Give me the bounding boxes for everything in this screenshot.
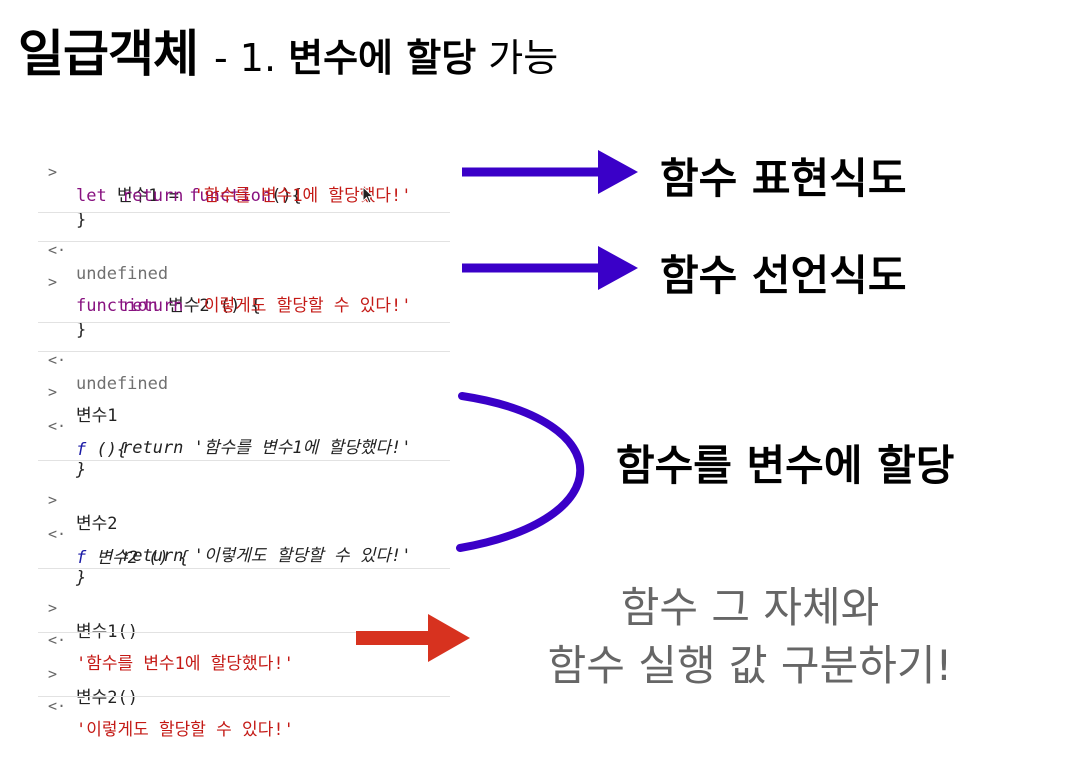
- divider: [38, 568, 450, 569]
- output-prompt-icon: <·: [48, 697, 67, 715]
- label-function-declaration: 함수 선언식도: [660, 251, 907, 300]
- output-value: undefined: [76, 264, 169, 284]
- keyword: return: [122, 296, 184, 316]
- code-text: return: [122, 438, 184, 458]
- string-output: '함수를 변수1에 할당했다!': [76, 654, 294, 674]
- console-input-line: > function 변수2 () {: [38, 246, 261, 316]
- function-f: f: [76, 440, 87, 460]
- output-prompt-icon: <·: [48, 351, 67, 369]
- code-text: 변수1: [76, 406, 118, 426]
- annotation-arrows: [356, 150, 638, 662]
- output-prompt-icon: <·: [48, 417, 67, 435]
- title-sub-suffix: 가능: [476, 36, 559, 80]
- code-text: (){: [271, 186, 302, 206]
- divider: [38, 212, 450, 213]
- code-line: }: [38, 542, 86, 588]
- console-output-line: <· f (){: [38, 390, 127, 460]
- mouse-pointer-icon: [362, 186, 375, 204]
- input-prompt-icon: >: [48, 665, 58, 683]
- title-main: 일급객체: [18, 25, 199, 83]
- code-line: }: [38, 294, 86, 340]
- code-line: return '이렇게도 할당할 수 있다!': [38, 520, 411, 566]
- console-input-line: > 변수2: [38, 464, 118, 534]
- code-text: 변수2 () {: [86, 548, 190, 568]
- code-line: }: [38, 434, 86, 480]
- code-text: return: [122, 546, 184, 566]
- divider: [38, 322, 450, 323]
- divider: [38, 241, 450, 242]
- code-text: '함수를 변수1에 할당했다!': [183, 438, 412, 458]
- arrow-head-icon: [598, 150, 638, 194]
- input-prompt-icon: >: [48, 599, 58, 617]
- output-prompt-icon: <·: [48, 631, 67, 649]
- console-input-line: > 변수2(): [38, 638, 138, 708]
- console-output-line: <· undefined: [38, 324, 168, 394]
- code-line: }: [38, 184, 86, 230]
- console-input-line: > 변수1: [38, 356, 118, 426]
- console-input-line: > let 변수1 = function(){: [38, 136, 302, 206]
- title-sub: - 1. 변수에 할당 가능: [214, 36, 558, 80]
- code-text: 변수2(): [76, 688, 138, 708]
- divider: [38, 460, 450, 461]
- output-prompt-icon: <·: [48, 241, 67, 259]
- keyword: let: [76, 186, 107, 206]
- console-output-line: <· '이렇게도 할당할 수 있다!': [38, 670, 294, 740]
- console-output-line: <· '함수를 변수1에 할당했다!': [38, 604, 294, 674]
- code-text: 변수2: [76, 514, 118, 534]
- console-output-line: <· undefined: [38, 214, 168, 284]
- code-text: (){: [86, 440, 128, 460]
- keyword: return: [122, 186, 184, 206]
- function-f: f: [76, 548, 87, 568]
- string-output: '이렇게도 할당할 수 있다!': [76, 720, 294, 740]
- arrow-head-icon: [428, 614, 470, 662]
- arrow-head-icon: [598, 246, 638, 290]
- keyword: function: [76, 296, 158, 316]
- divider: [38, 351, 450, 352]
- code-line: return '함수를 변수1에 할당했다!': [38, 412, 411, 458]
- note-line-1: 함수 그 자체와: [620, 583, 880, 632]
- output-prompt-icon: <·: [48, 525, 67, 543]
- string-literal: '이렇게도 할당할 수 있다!': [183, 296, 412, 316]
- code-text: }: [76, 568, 87, 588]
- code-text: 변수2 () {: [157, 296, 261, 316]
- code-text: }: [76, 320, 87, 340]
- label-assign-to-variable: 함수를 변수에 할당: [616, 441, 955, 490]
- code-line: return '이렇게도 할당할 수 있다!': [38, 270, 411, 316]
- input-prompt-icon: >: [48, 491, 58, 509]
- title-sub-bold: 변수에 할당: [288, 36, 477, 80]
- code-text: 변수1 =: [106, 186, 190, 206]
- purple-bracket-curve: [456, 392, 585, 552]
- title-sub-prefix: - 1.: [214, 36, 289, 80]
- note-line-2: 함수 실행 값 구분하기!: [547, 641, 953, 690]
- divider: [38, 632, 450, 633]
- keyword: function: [189, 186, 272, 206]
- input-prompt-icon: >: [48, 383, 58, 401]
- code-text: }: [76, 210, 87, 230]
- input-prompt-icon: >: [48, 273, 58, 291]
- console-output-line: <· f 변수2 () {: [38, 498, 189, 568]
- output-value: undefined: [76, 374, 169, 394]
- label-function-expression: 함수 표현식도: [660, 154, 907, 203]
- input-prompt-icon: >: [48, 163, 58, 181]
- divider: [38, 696, 450, 697]
- code-text: }: [76, 460, 87, 480]
- code-text: '이렇게도 할당할 수 있다!': [183, 546, 412, 566]
- slide-title: 일급객체 - 1. 변수에 할당 가능: [18, 14, 558, 86]
